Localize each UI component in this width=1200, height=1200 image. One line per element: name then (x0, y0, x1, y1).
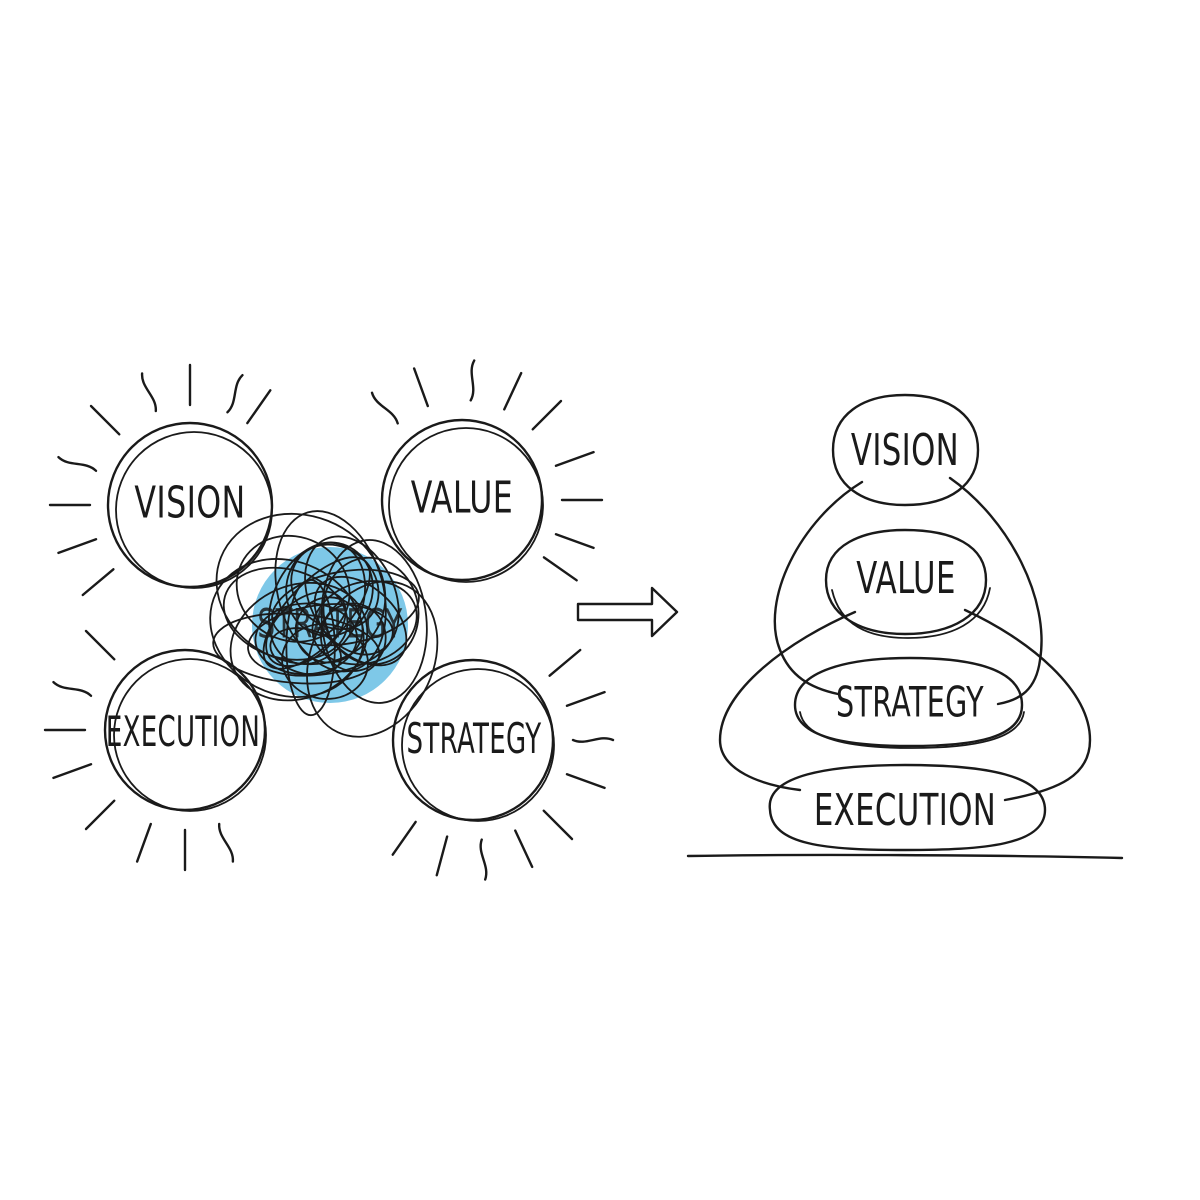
sun-ray (57, 538, 98, 555)
sun-ray (370, 391, 399, 425)
sun-ray (84, 799, 116, 831)
arrow-right-icon (576, 586, 679, 638)
sun-ray (554, 450, 595, 467)
ground-line (686, 853, 1124, 860)
stone-strategy-label: STRATEGY (836, 679, 984, 727)
sun-ray (218, 822, 235, 863)
value-rays (370, 359, 604, 582)
sun-ray (412, 367, 429, 408)
execution-label: EXECUTION (106, 709, 260, 757)
sun-ray (531, 399, 563, 431)
sun-ray (571, 737, 615, 743)
sun-ray (226, 373, 244, 414)
sun-ray (391, 820, 417, 856)
tangle-label: STRATEGY (257, 602, 403, 648)
sun-ray (479, 838, 488, 881)
sun-ray (84, 629, 116, 661)
value-label: VALUE (411, 472, 513, 524)
execution-rays (43, 629, 235, 872)
vision-circle: VISION (106, 421, 274, 589)
connecting-loops (718, 476, 1092, 802)
scribble-loop (320, 539, 428, 704)
sun-ray (81, 568, 115, 597)
sun-ray (435, 835, 449, 877)
tangled-scribble: STRATEGY (209, 510, 439, 738)
sun-ray (542, 556, 578, 582)
sun-ray (514, 829, 534, 869)
strategy-rays (391, 648, 615, 881)
scribble-loop (306, 580, 439, 738)
sun-ray (548, 648, 582, 677)
sun-ray (469, 359, 476, 402)
strategy-label: STRATEGY (407, 716, 542, 764)
stone-execution: EXECUTION (768, 763, 1047, 852)
stone-vision: VISION (831, 393, 980, 507)
vision-label: VISION (134, 477, 245, 529)
sun-ray (140, 372, 157, 413)
stone-strategy: STRATEGY (793, 656, 1025, 749)
sun-ray (542, 809, 574, 841)
strategy-circle: STRATEGY (391, 658, 555, 822)
stone-vision-label: VISION (851, 425, 959, 476)
scribble-loop (247, 603, 394, 677)
vision-rays (48, 363, 272, 597)
stone-value-label: VALUE (856, 553, 956, 604)
scribble-loop (212, 612, 381, 685)
sun-ray (57, 455, 98, 472)
sun-ray (554, 533, 595, 550)
sun-ray (503, 371, 523, 411)
scribble-loop (269, 627, 342, 676)
value-circle: VALUE (380, 418, 544, 583)
scribble-loop (267, 541, 367, 665)
sun-ray (52, 763, 93, 780)
chaotic-cluster: VISION VALUE EXECUTION STRATEGY STRATEGY (43, 359, 615, 881)
stone-value: VALUE (824, 528, 991, 639)
execution-circle: EXECUTION (103, 648, 267, 812)
scribble-loop (209, 558, 365, 698)
sun-ray (246, 389, 272, 425)
sun-ray (135, 822, 152, 863)
stone-execution-label: EXECUTION (814, 785, 996, 836)
sun-ray (565, 690, 606, 707)
sun-ray (565, 773, 606, 790)
sun-ray (89, 404, 121, 436)
stacked-stones: EXECUTION STRATEGY VALUE VISION (686, 393, 1124, 860)
sun-ray (52, 680, 93, 697)
